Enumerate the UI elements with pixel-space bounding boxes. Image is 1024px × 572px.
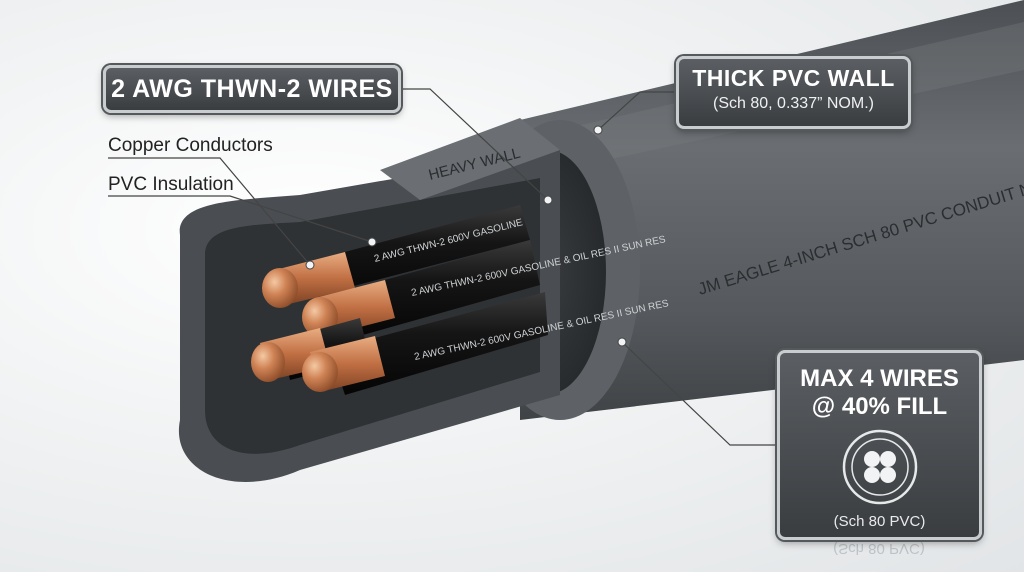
- wires-callout-text: 2 AWG THWN-2 WIRES: [111, 75, 393, 103]
- copper-conductors-label: Copper Conductors: [108, 135, 273, 156]
- pvc-insulation-label: PVC Insulation: [108, 174, 234, 195]
- fill-callout-line1: MAX 4 WIRES: [800, 365, 959, 392]
- wire-1-copper-end: [262, 268, 298, 308]
- wire-4-copper-end: [302, 352, 338, 392]
- leader-wall: [597, 91, 676, 131]
- four-wire-fill-icon: [842, 429, 917, 505]
- wall-callout-title: THICK PVC WALL: [692, 65, 895, 91]
- leader-wires: [401, 88, 549, 201]
- wire-1: 2 AWG THWN-2 600V GASOLINE: [262, 205, 530, 308]
- leader-fill: [621, 341, 777, 446]
- wall-callout-subtitle: (Sch 80, 0.337” NOM.): [713, 95, 874, 112]
- fill-note-reflection: (Sch 80 PVC): [833, 540, 925, 557]
- heavy-wall-lip: [380, 118, 560, 200]
- wall-callout: THICK PVC WALL (Sch 80, 0.337” NOM.): [676, 56, 911, 129]
- fill-callout: MAX 4 WIRES @ 40% FILL (Sch 80 PVC): [777, 350, 982, 540]
- wire-3-copper-end: [251, 342, 285, 382]
- leader-copper: [108, 157, 311, 266]
- leader-dots: [305, 125, 627, 347]
- leader-lines: [108, 88, 777, 446]
- fill-callout-line2: @ 40% FILL: [811, 393, 948, 420]
- leader-insulation: [108, 195, 373, 243]
- fill-callout-note: (Sch 80 PVC): [833, 513, 926, 530]
- wires-callout: 2 AWG THWN-2 WIRES: [103, 65, 401, 113]
